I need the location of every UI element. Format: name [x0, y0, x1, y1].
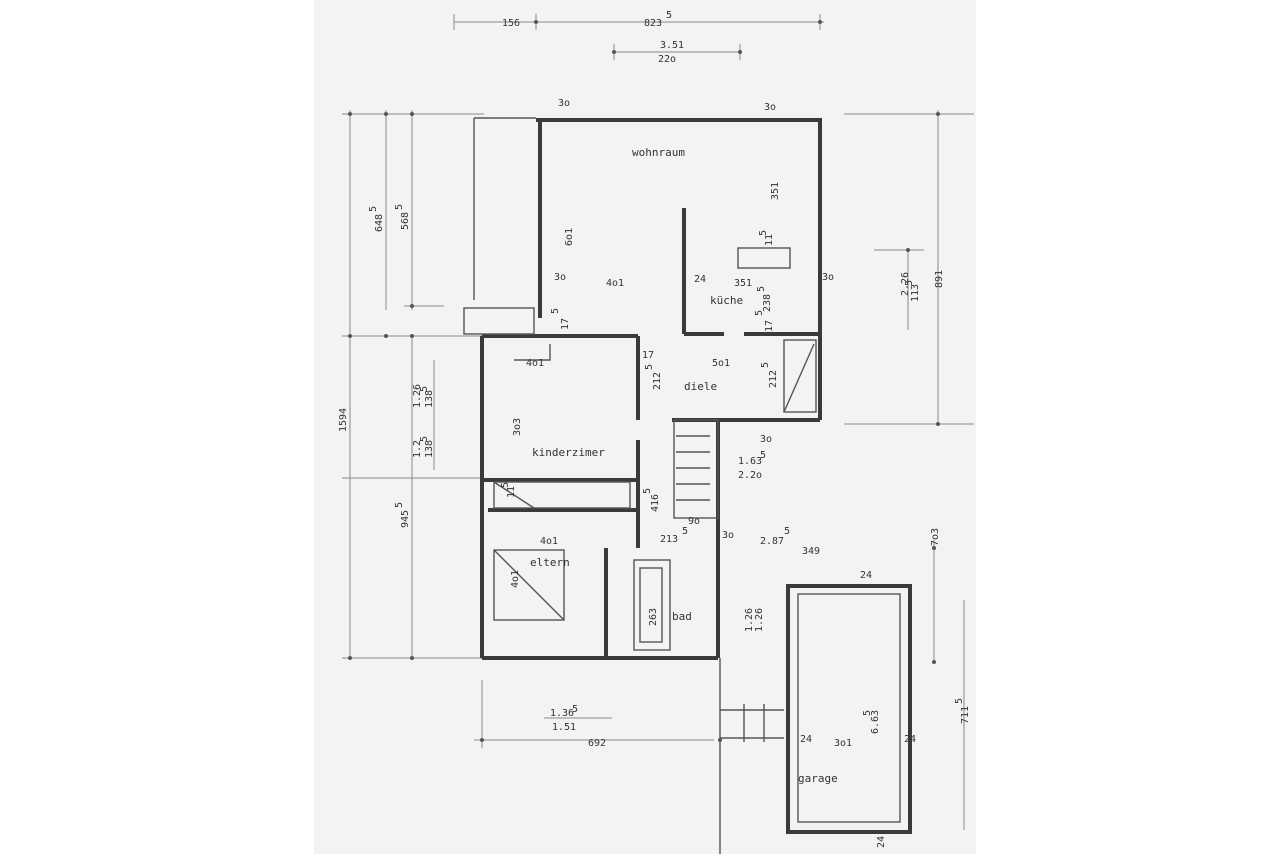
dim-label-sup: 5	[419, 386, 430, 392]
dim-label: 138	[424, 390, 435, 408]
dim-label: 648	[374, 214, 385, 232]
dim-label: 2.2o	[738, 470, 762, 481]
dim-label: 212	[768, 370, 779, 388]
dim-label: 4o1	[540, 536, 558, 547]
room-label-kinderzimmer: kinderzimer	[532, 446, 605, 459]
dim-label: 3o	[764, 102, 776, 113]
dim-label: 945	[400, 510, 411, 528]
dim-label: 1.26	[754, 608, 765, 632]
dim-label: 138	[424, 440, 435, 458]
dim-label-sup: 5	[756, 286, 767, 292]
dim-label: 3o	[822, 272, 834, 283]
dim-label: 6.63	[870, 710, 881, 734]
right-dimension-lines	[844, 110, 974, 830]
dim-label: 263	[648, 608, 659, 626]
dim-label: 351	[770, 182, 781, 200]
dim-label: 4o1	[526, 358, 544, 369]
dim-label: 156	[502, 18, 520, 29]
dim-label-sup: 5	[644, 364, 655, 370]
dim-label: 7o3	[930, 528, 941, 546]
dim-label: 1594	[338, 408, 349, 432]
dim-label: 3o	[760, 434, 772, 445]
room-label-kueche: küche	[710, 294, 743, 307]
top-dimension-lines	[453, 14, 824, 60]
dim-label: 3.51	[660, 40, 684, 51]
dim-label: 9o	[688, 516, 700, 527]
dim-label: 3o	[722, 530, 734, 541]
house-walls	[480, 118, 822, 660]
interior-details	[463, 117, 817, 651]
dim-label: 1.36	[550, 708, 574, 719]
dim-label: 3o1	[834, 738, 852, 749]
garage-walls	[719, 584, 912, 854]
dim-label-sup: 5	[758, 230, 769, 236]
dim-label-sup: 5	[862, 710, 873, 716]
dim-label: 3o	[554, 272, 566, 283]
dim-label: 24	[694, 274, 706, 285]
dim-label: 1.26	[744, 608, 755, 632]
dim-label-sup: 5	[666, 10, 672, 21]
dim-label: 213	[660, 534, 678, 545]
dim-label: 212	[652, 372, 663, 390]
dim-label: 17	[560, 318, 571, 330]
dim-label-sup: 5	[572, 704, 578, 715]
dim-label-sup: 5	[368, 206, 379, 212]
dim-label: 11	[506, 486, 517, 498]
dim-label: 3o	[558, 98, 570, 109]
dim-label: 238	[762, 294, 773, 312]
dim-label-sup: 5	[754, 310, 765, 316]
dim-label: 711	[960, 706, 971, 724]
dim-label-sup: 5	[550, 308, 561, 314]
dim-label: 17	[764, 320, 775, 332]
dim-label: 823	[644, 18, 662, 29]
room-label-bad: bad	[672, 610, 692, 623]
dim-label-sup: 5	[642, 488, 653, 494]
dim-label: 349	[802, 546, 820, 557]
left-dimension-lines	[342, 110, 484, 660]
dim-label: 891	[934, 270, 945, 288]
dim-label: 1.63	[738, 456, 762, 467]
dim-label: 1.2	[412, 440, 423, 458]
dim-label: 22o	[658, 54, 676, 65]
dim-label: 4o1	[606, 278, 624, 289]
dim-label-sup: 5	[682, 526, 688, 537]
dim-label: 24	[860, 570, 872, 581]
dim-label: 113	[910, 284, 921, 302]
dim-label: 351	[734, 278, 752, 289]
dim-label-sup: 5	[904, 280, 915, 286]
dim-label-sup: 5	[500, 482, 511, 488]
dim-label: 2.87	[760, 536, 784, 547]
dim-label-sup: 5	[954, 698, 965, 704]
dim-label: 11	[764, 234, 775, 246]
room-labels: wohnraum küche diele kinderzimer eltern …	[530, 146, 838, 785]
dim-label: 24	[904, 734, 916, 745]
dim-label-sup: 5	[394, 204, 405, 210]
dim-label: 24	[876, 836, 887, 848]
dim-label-sup: 5	[394, 502, 405, 508]
dim-label: 4o1	[510, 570, 521, 588]
dim-label: 2.26	[900, 272, 911, 296]
dim-label-sup: 5	[784, 526, 790, 537]
room-label-eltern: eltern	[530, 556, 570, 569]
dim-label: 5o1	[712, 358, 730, 369]
floor-plan: wohnraum küche diele kinderzimer eltern …	[338, 10, 974, 854]
dim-label-sup: 5	[419, 436, 430, 442]
dim-label: 416	[650, 494, 661, 512]
dim-label: 17	[642, 350, 654, 361]
dim-label: 3o3	[512, 418, 523, 436]
dim-label: 1.51	[552, 722, 576, 733]
dim-label: 692	[588, 738, 606, 749]
drawing-sheet: wohnraum küche diele kinderzimer eltern …	[314, 0, 976, 854]
dim-label: 568	[400, 212, 411, 230]
room-label-wohnraum: wohnraum	[632, 146, 685, 159]
dim-label-sup: 5	[760, 362, 771, 368]
dim-label: 1.26	[412, 384, 423, 408]
dimension-labels: 156 823 5 3.51 22o 648 5 568 5 1594 945 …	[338, 10, 971, 848]
room-label-garage: garage	[798, 772, 838, 785]
dim-label: 24	[800, 734, 812, 745]
dim-label-sup: 5	[760, 450, 766, 461]
dim-label: 6o1	[564, 228, 575, 246]
room-label-diele: diele	[684, 380, 717, 393]
